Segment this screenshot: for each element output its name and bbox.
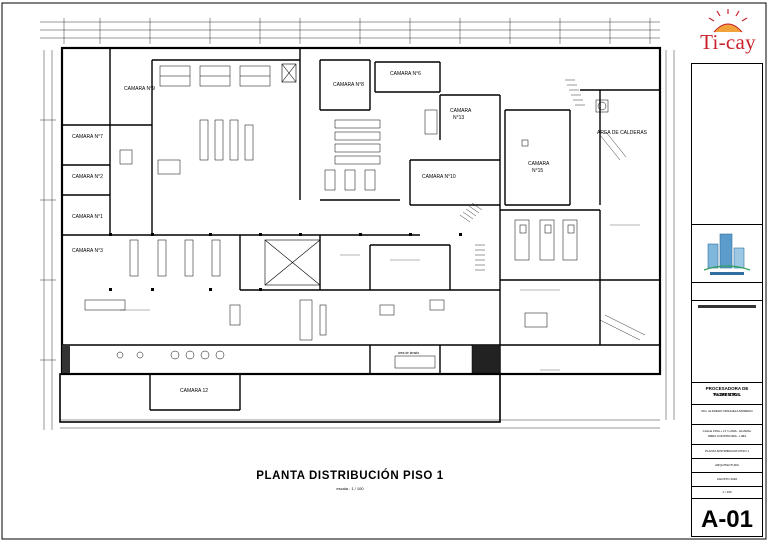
- column-grid: [109, 233, 462, 291]
- title-block: PROCESADORA DE ALIMENTOS TI-CAY S.R.L. I…: [691, 63, 763, 537]
- label-camara-7: CAMARA N°7: [72, 134, 103, 140]
- label-camara-3: CAMARA N°3: [72, 248, 103, 254]
- label-area-lavado: área de lavado: [398, 351, 419, 355]
- label-area-calderas: AREA DE CALDERAS: [597, 130, 648, 136]
- equipment: [84, 65, 609, 369]
- company-name-line1: PROCESADORA DE ALIMENTOS: [705, 386, 749, 397]
- company-name-line2: TI-CAY S.R.L.: [712, 392, 742, 397]
- title-block-divider: [692, 444, 762, 445]
- logo-wordmark: Ti-cay: [700, 30, 756, 54]
- label-camara-15-a: CAMARA: [528, 161, 550, 167]
- stairs: [459, 79, 646, 341]
- side-dimension-lines: [40, 50, 675, 430]
- label-camara-12: CAMARA 12: [180, 388, 208, 394]
- sun-logo-icon: [708, 9, 748, 33]
- title-block-divider: [692, 282, 762, 283]
- void-marks: [264, 63, 321, 286]
- drawing-title: PLANTA DISTRIBUCIÓN PISO 1: [256, 470, 444, 482]
- top-dimension-lines: [40, 18, 660, 44]
- label-camara-6: CAMARA N°6: [390, 71, 421, 77]
- title-block-divider: [692, 458, 762, 459]
- interior-walls: [62, 48, 660, 411]
- title-block-divider: [692, 486, 762, 487]
- plan-name: PLANTA DISTRIBUCION PISO 1: [704, 449, 750, 453]
- address-line1: CALLE FINA + LT 1 LIMA - HUARAL: [702, 429, 752, 433]
- title-block-divider: [692, 498, 762, 499]
- title-block-divider: [692, 224, 762, 225]
- label-camara-9: CAMARA N°9: [124, 86, 155, 92]
- title-block-divider: [692, 424, 762, 425]
- label-camara-15-b: N°15: [532, 168, 543, 174]
- sheet-number: A-01: [700, 506, 754, 533]
- label-camara-13-b: N°13: [453, 115, 464, 121]
- ticay-logo: Ti-cay: [694, 8, 762, 56]
- title-block-divider: [692, 382, 762, 383]
- label-camara-2: CAMARA N°2: [72, 174, 103, 180]
- title-block-dark-band: [692, 300, 762, 312]
- label-camara-13-a: CAMARA: [450, 108, 472, 114]
- discipline: ARQUITECTURA: [715, 463, 739, 467]
- drawing-scale: 1 / 100: [722, 490, 732, 494]
- label-camara-8: CAMARA N°8: [333, 82, 364, 88]
- dark-wall-block: [471, 344, 501, 374]
- drawing-date: AGOSTO 2020: [716, 477, 738, 481]
- engineer-name: ING. ALFREDO ORIHUELA MORENO: [701, 409, 753, 413]
- label-camara-10: CAMARA N°10: [422, 174, 456, 180]
- label-camara-1: CAMARA N°1: [72, 214, 103, 220]
- title-block-divider: [692, 472, 762, 473]
- annotation-ticks: [120, 224, 640, 371]
- building-logo-icon: [703, 233, 751, 275]
- address-line2: OBRA CONSTRUIDA - LIMA: [707, 434, 747, 438]
- drawing-scale-note: escala : 1 / 100: [336, 486, 364, 491]
- title-block-divider: [692, 404, 762, 405]
